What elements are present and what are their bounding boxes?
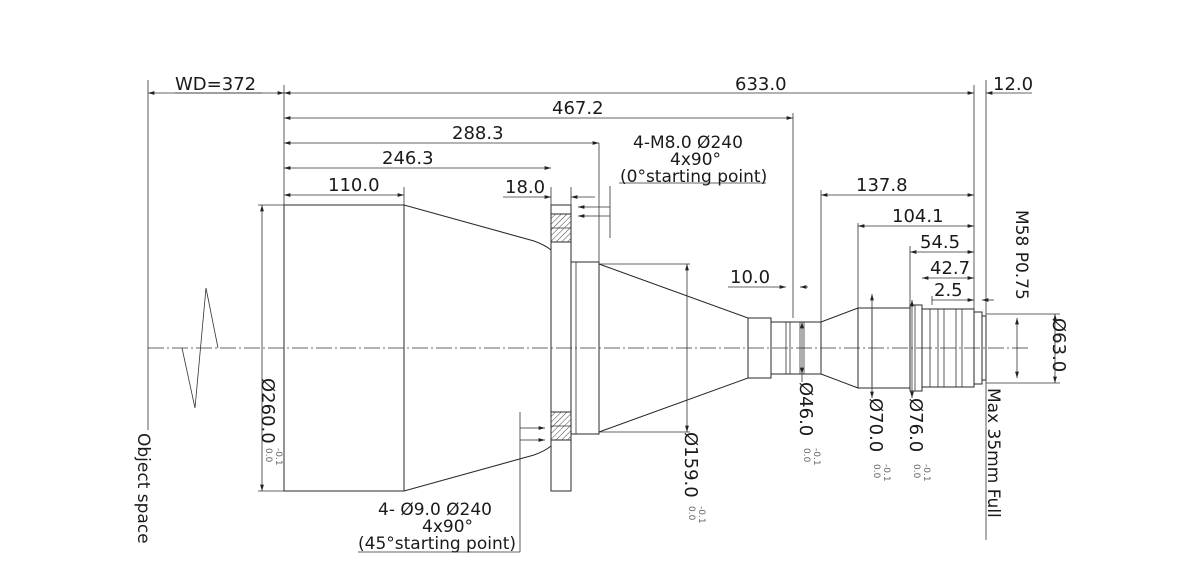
svg-text:-0.1: -0.1 (696, 506, 706, 524)
svg-text:0.0: 0.0 (801, 448, 811, 463)
lens-body (148, 204, 1030, 492)
dim-246: 246.3 (382, 148, 434, 169)
callouts: 4-M8.0 Ø240 4x90° (0°starting point) 4- … (133, 133, 1031, 554)
dim-288: 288.3 (452, 123, 504, 144)
dim-10: 10.0 (730, 267, 770, 288)
svg-text:-0.1: -0.1 (921, 464, 931, 482)
dim-137: 137.8 (856, 175, 908, 196)
dia-76: Ø76.0 (905, 398, 926, 452)
dim-110: 110.0 (328, 175, 380, 196)
top-hole-line-1: 4-M8.0 Ø240 (633, 133, 743, 153)
dia-70: Ø70.0 (865, 398, 886, 452)
dim-wd: WD=372 (175, 74, 256, 95)
thread-note: M58 P0.75 (1011, 210, 1031, 300)
dia-63: Ø63.0 (1048, 318, 1069, 372)
top-hole-line-2: 4x90° (670, 150, 721, 170)
svg-text:0.0: 0.0 (686, 506, 696, 521)
dia-46: Ø46.0 (795, 382, 816, 436)
top-hole-line-3: (0°starting point) (620, 167, 767, 187)
svg-text:-0.1: -0.1 (273, 448, 283, 466)
bottom-hole-line-1: 4- Ø9.0 Ø240 (378, 500, 492, 520)
sensor-note: Max 35mm Full (983, 388, 1003, 518)
svg-text:-0.1: -0.1 (811, 448, 821, 466)
front-cone (403, 204, 552, 492)
dim-2-5: 2.5 (934, 280, 963, 301)
bottom-hole-line-3: (45°starting point) (358, 534, 516, 554)
dim-104: 104.1 (892, 206, 944, 227)
dia-159: Ø159.0 (680, 432, 701, 498)
diameter-dimensions: Ø260.0 0.0 -0.1 Ø159.0 0.0 -0.1 Ø46.0 0.… (257, 205, 1069, 524)
object-space-label: Object space (133, 433, 153, 544)
svg-text:-0.1: -0.1 (881, 464, 891, 482)
dim-flange-back: 12.0 (993, 74, 1033, 95)
break-symbol (181, 287, 219, 409)
dim-18: 18.0 (505, 177, 545, 198)
dim-42: 42.7 (930, 258, 970, 279)
extension-lines (147, 80, 1060, 540)
dim-54: 54.5 (920, 232, 960, 253)
dim-467: 467.2 (552, 98, 604, 119)
svg-text:0.0: 0.0 (871, 464, 881, 479)
linear-dimensions: WD=372 633.0 12.0 467.2 288.3 246.3 110.… (148, 74, 1033, 302)
svg-text:0.0: 0.0 (263, 448, 273, 463)
dim-total-length: 633.0 (735, 74, 787, 95)
svg-text:0.0: 0.0 (911, 464, 921, 479)
dia-260: Ø260.0 (257, 378, 278, 444)
bottom-hole-line-2: 4x90° (422, 517, 473, 537)
mounting-flange (550, 204, 572, 492)
